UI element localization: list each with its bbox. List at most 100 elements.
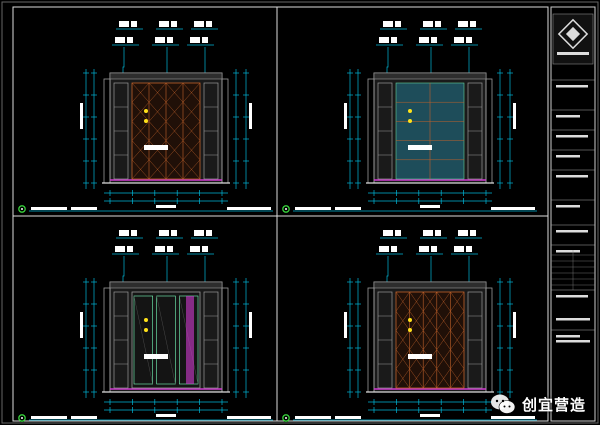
title-block-text-bar [556, 85, 588, 88]
wood-diagonal [395, 291, 410, 312]
marker-dot [144, 318, 148, 322]
callout-label [144, 145, 168, 150]
title-block-text-bar [556, 335, 580, 338]
wood-diagonal [131, 82, 150, 103]
annotation-tag [190, 37, 200, 43]
wood-diagonal [450, 311, 465, 331]
annotation-tag [127, 246, 133, 252]
wood-diagonal [436, 330, 451, 350]
annotation-tag [470, 230, 476, 236]
wall-section-left [367, 78, 375, 184]
annotation-tag [202, 246, 208, 252]
annotation-tag [431, 246, 437, 252]
marker-dot [408, 119, 412, 123]
annotation-tag [171, 230, 177, 236]
annotation-tag [155, 37, 165, 43]
door-swing-line [156, 295, 176, 385]
wood-diagonal [436, 291, 451, 312]
door-leaf [133, 295, 153, 385]
dimension-text [80, 312, 83, 338]
wood-diagonal [423, 291, 437, 312]
wood-diagonal [423, 330, 437, 350]
annotation-tag [167, 246, 173, 252]
annotation-tag [131, 230, 137, 236]
sheet-drawing-border [12, 6, 549, 422]
annotation-tag [454, 37, 464, 43]
annotation-tag [435, 21, 441, 27]
wood-diagonal [131, 140, 150, 160]
wood-diagonal [165, 159, 184, 180]
annotation-tag [131, 21, 137, 27]
accent-strip [186, 296, 194, 384]
elevation-2 [282, 21, 537, 213]
annotation-tag [458, 230, 468, 236]
watermark-text: 创宜营造 [521, 395, 586, 414]
wood-diagonal [409, 349, 424, 369]
annotation-tag [419, 37, 429, 43]
marker-dot [408, 318, 412, 322]
view-scale-text [491, 416, 535, 419]
view-title-text [31, 207, 67, 210]
marker-dot [144, 109, 148, 113]
wood-diagonal [148, 159, 167, 180]
wood-diagonal [182, 102, 201, 122]
wood-diagonal [395, 368, 410, 389]
view-marker-icon [18, 414, 26, 422]
annotation-tag [470, 21, 476, 27]
view-scale-text [227, 416, 271, 419]
title-block-text-bar [556, 295, 588, 298]
wood-diagonal [450, 330, 465, 350]
marker-dot [408, 328, 412, 332]
wood-diagonal [182, 82, 201, 103]
wood-diagonal [165, 121, 184, 141]
dimension-text [420, 414, 440, 417]
view-title-text [335, 207, 361, 210]
wood-diagonal [182, 121, 201, 141]
annotation-tag [423, 230, 433, 236]
wall-section-right [485, 287, 493, 393]
ceiling-band [109, 281, 223, 289]
annotation-tag [435, 230, 441, 236]
wall-section-left [367, 287, 375, 393]
annotation-tag [454, 246, 464, 252]
wood-diagonal [131, 121, 150, 141]
elevation-3 [18, 230, 273, 422]
callout-label [144, 354, 168, 359]
view-title-text [295, 207, 331, 210]
annotation-tag [423, 21, 433, 27]
wood-diagonal [395, 330, 410, 350]
view-title-text [71, 207, 97, 210]
view-marker-icon [282, 414, 290, 422]
annotation-tag [206, 21, 212, 27]
title-block-text-bar [556, 175, 588, 178]
title-block-text-bar [556, 230, 588, 233]
wood-diagonal [395, 349, 410, 369]
annotation-tag [395, 21, 401, 27]
dimension-text [420, 205, 440, 208]
wood-diagonal [423, 311, 437, 331]
wood-diagonal [165, 140, 184, 160]
view-marker-icon [282, 205, 290, 213]
view-title-text [31, 416, 67, 419]
watermark: 创宜营造 [490, 393, 586, 415]
annotation-tag [458, 21, 468, 27]
annotation-tag [127, 37, 133, 43]
view-title-text [71, 416, 97, 419]
door-swing-line [133, 295, 153, 385]
elevation-1 [18, 21, 273, 213]
annotation-tag [159, 21, 169, 27]
annotation-tag [379, 246, 389, 252]
wood-diagonal [148, 82, 167, 103]
wood-diagonal [423, 349, 437, 369]
wall-section-right [485, 78, 493, 184]
annotation-tag [159, 230, 169, 236]
annotation-tag [194, 21, 204, 27]
view-scale-text [227, 207, 271, 210]
dimension-text [249, 312, 252, 338]
annotation-tag [395, 230, 401, 236]
annotation-tag [391, 246, 397, 252]
dimension-text [249, 103, 252, 129]
wood-diagonal [436, 311, 451, 331]
dimension-text [344, 103, 347, 129]
